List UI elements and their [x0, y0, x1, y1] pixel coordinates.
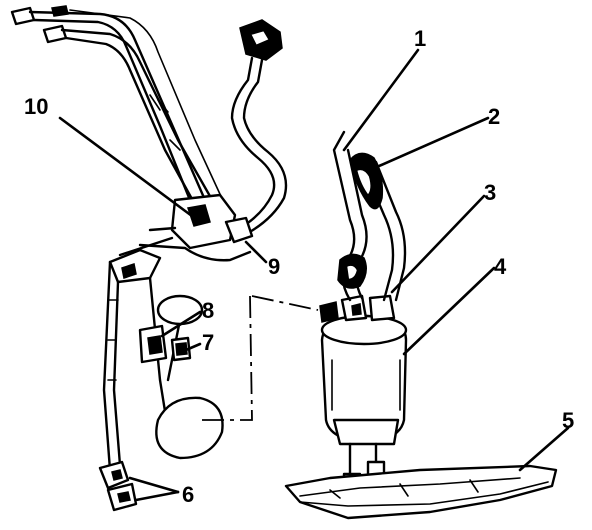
pump-wiring-sensor: [332, 130, 407, 302]
callout-5: 5: [562, 408, 574, 433]
leader-7: [184, 342, 202, 352]
fuel-pump: [319, 294, 408, 446]
leader-1: [342, 48, 420, 152]
fuel-lines: [10, 5, 226, 212]
leader-6b: [134, 490, 180, 502]
callout-4: 4: [494, 254, 507, 279]
callout-9: 9: [268, 254, 280, 279]
leader-5: [518, 426, 570, 472]
alignment-line: [200, 295, 319, 421]
callout-6: 6: [182, 482, 194, 507]
leader-lines: [58, 48, 570, 502]
callout-2: 2: [488, 104, 500, 129]
callout-labels: 1 2 3 4 5 6 7 8 9 10: [24, 26, 574, 507]
leader-10: [58, 116, 202, 224]
callout-7: 7: [202, 330, 214, 355]
callout-3: 3: [484, 180, 496, 205]
leader-4: [402, 266, 496, 356]
leader-2: [368, 116, 490, 172]
leader-8: [160, 310, 202, 338]
leader-3: [390, 194, 486, 294]
callout-1: 1: [414, 26, 426, 51]
reservoir-bracket: [98, 260, 224, 512]
fuel-strainer: [284, 442, 558, 520]
wiring-harness: [230, 19, 288, 236]
leader-9: [244, 240, 268, 264]
callout-8: 8: [202, 298, 214, 323]
callout-10: 10: [24, 94, 48, 119]
leader-6a: [128, 476, 180, 494]
module-cover-connectors: [108, 193, 254, 284]
